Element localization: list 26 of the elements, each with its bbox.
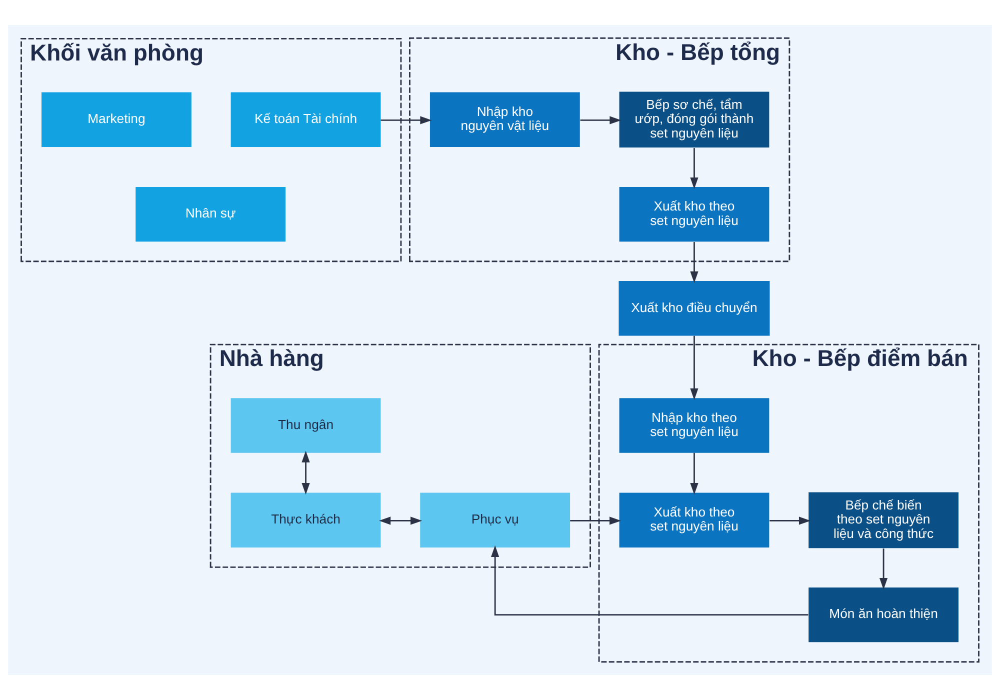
arrow (570, 516, 622, 525)
arrow (690, 148, 698, 190)
node-box: Nhân sự (136, 186, 286, 242)
node-box: Món ăn hoàn thiện (808, 587, 958, 642)
node-box: Thực khách (230, 492, 381, 548)
node-box: Thu ngân (230, 398, 381, 453)
arrow (690, 452, 698, 495)
node-box: Kế toán Tài chính (230, 92, 381, 147)
node-box: Nhập kho theo set nguyên liệu (619, 398, 770, 453)
arrow (580, 116, 622, 124)
arrow (690, 336, 698, 400)
arrow (690, 242, 698, 284)
node-box: Bếp chế biến theo set nguyên liệu và công thức (808, 492, 958, 548)
node-box: Xuất kho theo set nguyên liệu (619, 186, 770, 242)
arrow (302, 450, 310, 495)
node-box: Bếp sơ chế, tẩm ướp, đóng gói thành set nguyên liệu (619, 92, 770, 148)
arrow (378, 516, 422, 525)
arrow (380, 116, 432, 124)
arrow (770, 516, 811, 525)
arrow (879, 548, 888, 590)
node-box: Phục vụ (420, 492, 570, 548)
node-box: Xuất kho theo set nguyên liệu (619, 492, 770, 548)
node-box: Nhập kho nguyên vật liệu (430, 92, 580, 147)
node-box: Marketing (42, 92, 192, 147)
arrow (491, 545, 808, 616)
node-box: Xuất kho điều chuyển (618, 281, 770, 336)
